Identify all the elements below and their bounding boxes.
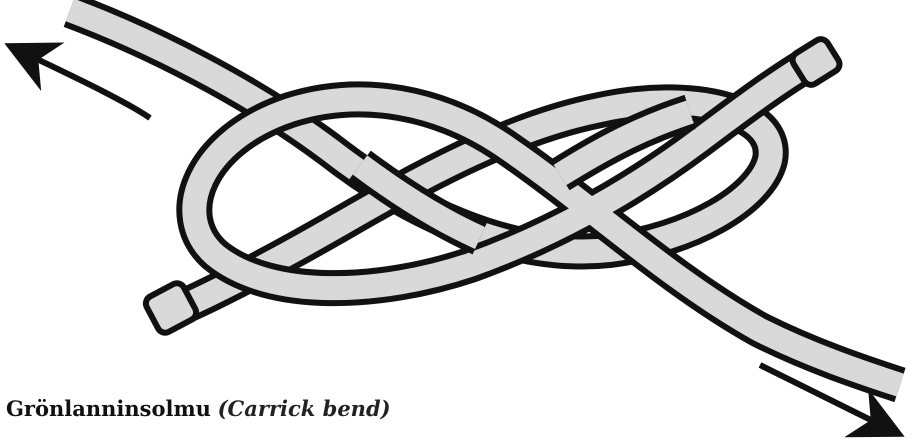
knot-name: Grönlanninsolmu — [6, 396, 211, 421]
strand-a-arrow-line — [14, 48, 150, 118]
knot-alt-name: (Carrick bend) — [218, 396, 391, 421]
knot-caption: Grönlanninsolmu (Carrick bend) — [6, 396, 391, 421]
